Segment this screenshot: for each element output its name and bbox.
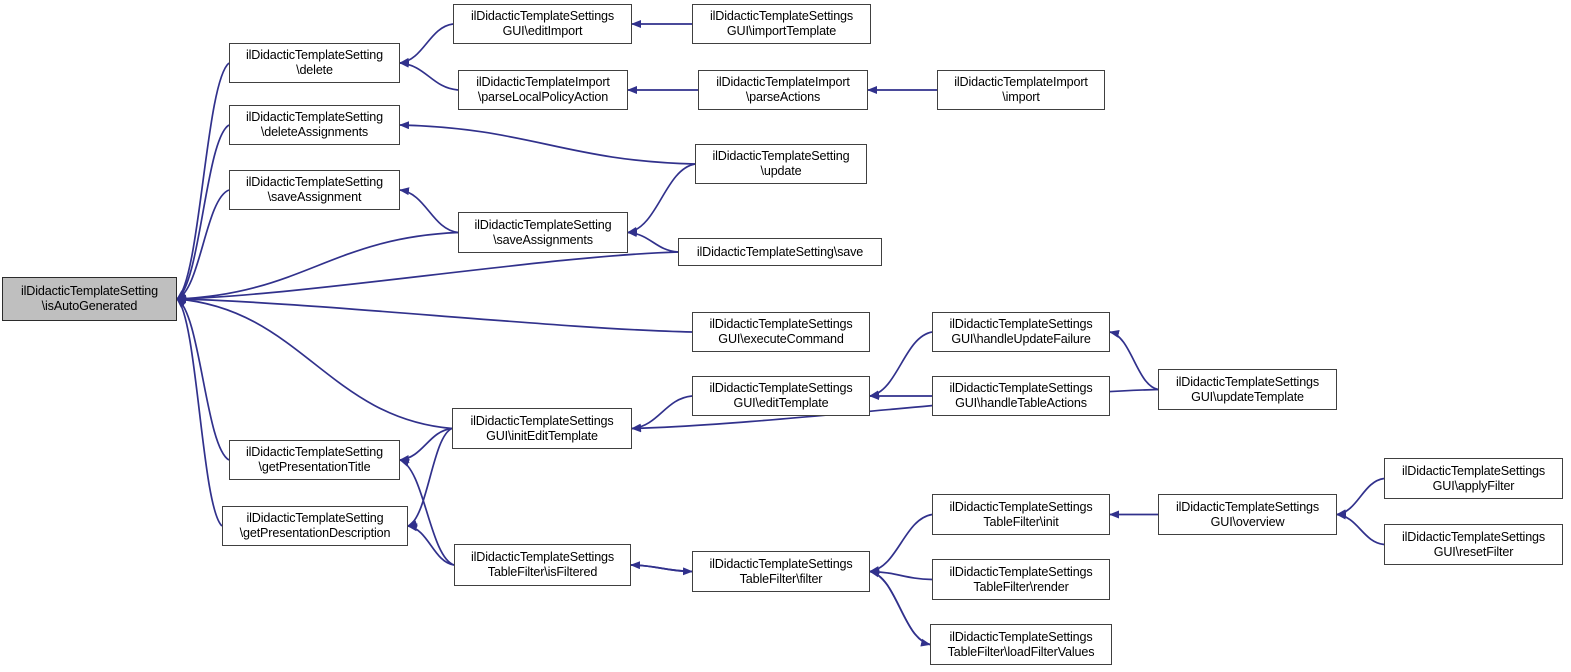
- graph-edge-resetFilter-to-overview: [1336, 511, 1385, 546]
- graph-node-isAutoGenerated[interactable]: ilDidacticTemplateSetting \isAutoGenerat…: [2, 277, 177, 321]
- graph-edge-executeCommand-to-isAutoGenerated: [176, 295, 693, 333]
- graph-edge-delete-to-isAutoGenerated: [176, 62, 230, 300]
- graph-node-resetFilter[interactable]: ilDidacticTemplateSettings GUI\resetFilt…: [1384, 524, 1563, 565]
- graph-edge-loadFilterValues-to-filter: [869, 569, 931, 646]
- graph-edge-saveAssignments-to-isAutoGenerated: [176, 231, 459, 303]
- graph-node-updateTemplate[interactable]: ilDidacticTemplateSettings GUI\updateTem…: [1158, 369, 1337, 410]
- graph-edge-editImport-to-delete: [399, 23, 454, 66]
- graph-node-getPresentationDescription[interactable]: ilDidacticTemplateSetting \getPresentati…: [222, 506, 408, 546]
- graph-edge-initEditTemplate-to-getPresentationTitle: [399, 427, 453, 464]
- graph-edge-applyFilter-to-overview: [1336, 477, 1385, 518]
- graph-edge-initEditTemplate-to-isAutoGenerated: [176, 295, 453, 430]
- graph-node-getPresentationTitle[interactable]: ilDidacticTemplateSetting \getPresentati…: [229, 440, 400, 480]
- graph-node-handleTableActions[interactable]: ilDidacticTemplateSettings GUI\handleTab…: [932, 376, 1110, 416]
- graph-node-delete[interactable]: ilDidacticTemplateSetting \delete: [229, 43, 400, 83]
- graph-node-deleteAssignments[interactable]: ilDidacticTemplateSetting \deleteAssignm…: [229, 105, 400, 145]
- graph-edge-getPresentationTitle-to-isAutoGenerated: [176, 298, 230, 461]
- graph-edge-tfInit-to-filter: [869, 513, 933, 574]
- graph-node-parseLocalPolicyAction[interactable]: ilDidacticTemplateImport \parseLocalPoli…: [458, 70, 628, 110]
- graph-node-importTemplate[interactable]: ilDidacticTemplateSettings GUI\importTem…: [692, 4, 871, 44]
- graph-node-parseActions[interactable]: ilDidacticTemplateImport \parseActions: [698, 70, 868, 110]
- graph-node-initEditTemplate[interactable]: ilDidacticTemplateSettings GUI\initEditT…: [452, 408, 632, 449]
- graph-node-filter[interactable]: ilDidacticTemplateSettings TableFilter\f…: [692, 551, 870, 592]
- graph-node-tfRender[interactable]: ilDidacticTemplateSettings TableFilter\r…: [932, 559, 1110, 600]
- graph-edge-filter-to-isFiltered: [630, 561, 693, 573]
- graph-edge-saveAssignments-to-saveAssignment: [399, 187, 459, 234]
- graph-edge-tfRender-to-filter: [869, 567, 933, 581]
- graph-node-import[interactable]: ilDidacticTemplateImport \import: [937, 70, 1105, 110]
- graph-node-saveAssignment[interactable]: ilDidacticTemplateSetting \saveAssignmen…: [229, 170, 400, 210]
- graph-edge-getPresentationDescription-to-isAutoGenerated: [176, 298, 223, 527]
- graph-edge-saveAssignment-to-isAutoGenerated: [176, 189, 230, 300]
- graph-node-saveAssignments[interactable]: ilDidacticTemplateSetting \saveAssignmen…: [458, 212, 628, 253]
- graph-edge-updateTemplate-to-handleUpdateFailure: [1109, 329, 1159, 391]
- graph-edge-filter-to-loadFilterValues: [869, 570, 931, 647]
- graph-edge-save-to-isAutoGenerated: [176, 251, 679, 303]
- graph-edge-deleteAssignments-to-isAutoGenerated: [176, 124, 230, 300]
- graph-edge-update-to-deleteAssignments: [399, 121, 696, 165]
- graph-node-update[interactable]: ilDidacticTemplateSetting \update: [695, 144, 867, 184]
- graph-node-isFiltered[interactable]: ilDidacticTemplateSettings TableFilter\i…: [454, 544, 631, 586]
- graph-node-overview[interactable]: ilDidacticTemplateSettings GUI\overview: [1158, 494, 1337, 535]
- graph-node-loadFilterValues[interactable]: ilDidacticTemplateSettings TableFilter\l…: [930, 624, 1112, 665]
- graph-node-editImport[interactable]: ilDidacticTemplateSettings GUI\editImpor…: [453, 4, 632, 44]
- graph-edge-save-to-saveAssignments: [627, 229, 679, 253]
- graph-node-handleUpdateFailure[interactable]: ilDidacticTemplateSettings GUI\handleUpd…: [932, 312, 1110, 352]
- graph-node-tfInit[interactable]: ilDidacticTemplateSettings TableFilter\i…: [932, 494, 1110, 535]
- graph-node-applyFilter[interactable]: ilDidacticTemplateSettings GUI\applyFilt…: [1384, 458, 1563, 499]
- graph-edge-isFiltered-to-filter: [630, 564, 693, 576]
- graph-edge-initEditTemplate-to-getPresentationDescription: [407, 427, 453, 527]
- graph-node-editTemplate[interactable]: ilDidacticTemplateSettings GUI\editTempl…: [692, 376, 870, 416]
- graph-edge-handleUpdateFailure-to-editTemplate: [869, 331, 933, 399]
- graph-edge-isFiltered-to-getPresentationDescription: [407, 523, 455, 566]
- graph-edge-parseLocalPolicyAction-to-delete: [399, 59, 459, 91]
- graph-node-executeCommand[interactable]: ilDidacticTemplateSettings GUI\executeCo…: [692, 312, 870, 352]
- graph-edge-editTemplate-to-initEditTemplate: [631, 395, 693, 432]
- graph-edge-isFiltered-to-getPresentationTitle: [399, 459, 455, 566]
- graph-node-save[interactable]: ilDidacticTemplateSetting\save: [678, 238, 882, 266]
- graph-edge-update-to-saveAssignments: [627, 163, 696, 235]
